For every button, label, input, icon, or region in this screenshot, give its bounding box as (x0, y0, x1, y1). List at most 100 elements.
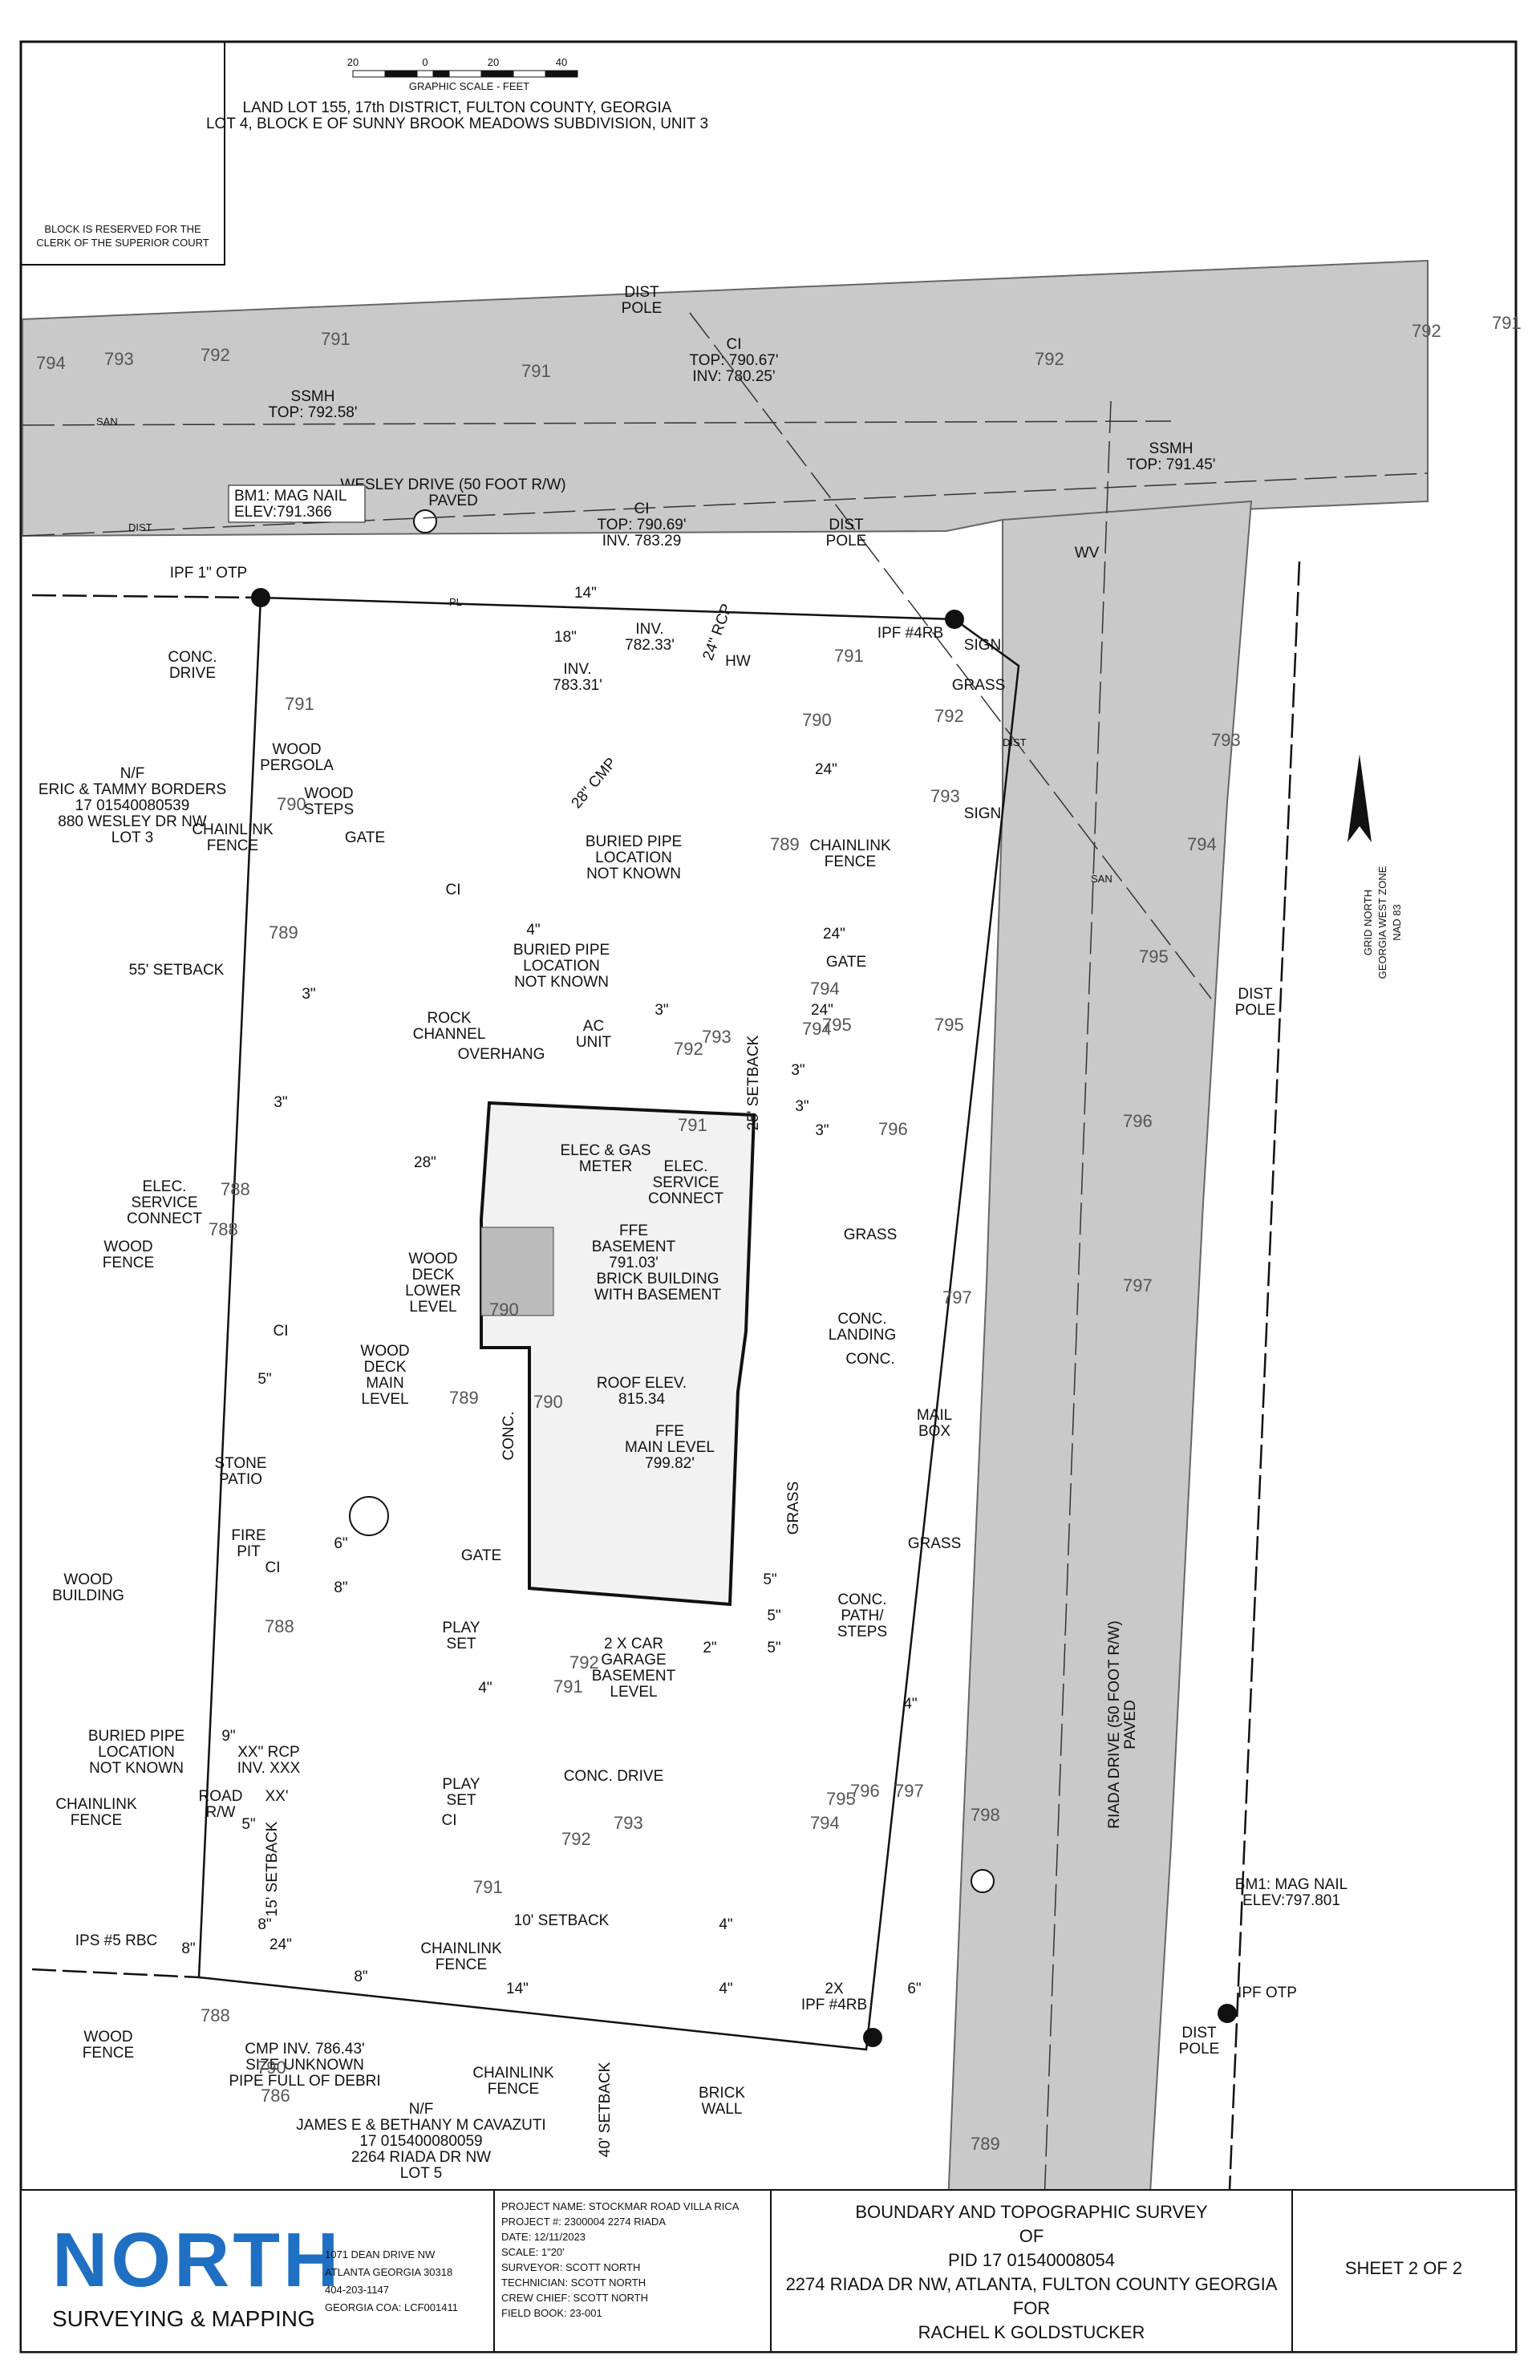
label-hw: HW (725, 653, 751, 670)
north-arrow-line3: NAD 83 (1391, 904, 1403, 941)
label-wesley: WESLEY DRIVE (50 FOOT R/W)PAVED (340, 476, 565, 509)
contour-label: 788 (265, 1616, 294, 1636)
label-conc-landing: CONC.LANDING (829, 1311, 896, 1344)
contour-label: 798 (971, 1805, 1000, 1825)
label-t3f: 3" (274, 1094, 287, 1111)
contour-label: 797 (894, 1781, 924, 1801)
contour-label: 796 (1123, 1111, 1153, 1131)
label-t6b: 6" (907, 1981, 921, 1997)
contour-label: 794 (810, 1813, 840, 1833)
reserved-box (21, 42, 225, 266)
label-t4a: 4" (526, 922, 540, 939)
contour-label: 795 (826, 1789, 856, 1809)
scale-bar-segment (352, 70, 386, 78)
label-grass4: GRASS (908, 1535, 962, 1552)
label-t8a: 8" (334, 1579, 347, 1596)
project-info-line: SCALE: 1"20' (501, 2246, 565, 2258)
contour-label: 793 (930, 786, 960, 806)
contour-label: 789 (269, 922, 298, 943)
ipf-1-otp-marker (251, 588, 270, 607)
label-t28: 28" (414, 1154, 436, 1171)
contour-label: 793 (614, 1813, 643, 1833)
scale-tick-label: 40 (556, 56, 567, 68)
label-t5b: 5" (763, 1571, 776, 1588)
contour-label: 793 (1211, 730, 1241, 750)
label-ci-yard: CI (446, 882, 461, 898)
ipf-4rb-se-marker (863, 2028, 882, 2047)
property-line-tag: PL (449, 596, 462, 608)
label-t14: 14" (574, 585, 597, 602)
roads (22, 259, 1429, 2247)
contour-label: 794 (1187, 834, 1217, 854)
contour-label: 795 (822, 1015, 852, 1035)
label-conc-path: CONC.PATH/STEPS (837, 1591, 887, 1640)
label-gate1: GATE (345, 829, 385, 846)
label-t3c: 3" (791, 1062, 804, 1079)
label-gate3: GATE (461, 1547, 501, 1564)
scale-caption: GRAPHIC SCALE - FEET (409, 80, 529, 92)
contour-label: 786 (261, 2086, 290, 2106)
label-xx: XX' (265, 1788, 289, 1805)
utility-line (22, 472, 1429, 537)
boundary-line (197, 596, 1020, 2051)
house-footprint (349, 1101, 756, 1607)
contour-label: 792 (569, 1652, 599, 1672)
label-t4c: 4" (903, 1696, 917, 1713)
label-t3a: 3" (302, 986, 315, 1003)
contour-label: 794 (802, 1019, 832, 1039)
label-setback40: 40' SETBACK (597, 2062, 614, 2157)
contour-label: 791 (521, 361, 551, 381)
contour-label: 792 (1412, 321, 1441, 341)
contour-label: 795 (1139, 947, 1169, 967)
contour-label: 791 (285, 694, 314, 714)
label-t24c: 24" (811, 1002, 833, 1019)
label-t5c: 5" (767, 1608, 780, 1624)
scale-bar-segment (480, 70, 514, 78)
label-sign2: SIGN (964, 805, 1001, 822)
survey-title-line: RACHEL K GOLDSTUCKER (918, 2322, 1145, 2342)
contour-label: 790 (257, 2058, 286, 2078)
contour-label: 789 (971, 2134, 1000, 2154)
label-t8c: 8" (181, 1940, 195, 1957)
riada-drive-pavement (945, 500, 1253, 2247)
label-ci-w1: CI (274, 1323, 289, 1340)
scale-bar-segment (513, 70, 546, 78)
label-t4b: 4" (478, 1680, 492, 1697)
north-arrow-line1: GRID NORTH (1362, 890, 1374, 955)
label-t8d: 8" (354, 1968, 367, 1985)
contour-label: 790 (277, 794, 306, 814)
north-arrow-line2: GEORGIA WEST ZONE (1376, 866, 1388, 979)
sheet-number: SHEET 2 OF 2 (1345, 2258, 1462, 2278)
title-block-company (20, 2189, 495, 2353)
label-conc-drive-nw: CONC.DRIVE (168, 649, 217, 682)
scale-tick-label: 20 (488, 56, 499, 68)
label-sign1: SIGN (964, 637, 1001, 654)
utility-line-tag: SAN (1091, 873, 1112, 885)
bm1-se-marker (971, 1869, 995, 1893)
label-grass3: GRASS (785, 1482, 802, 1535)
contour-label: 789 (770, 834, 800, 854)
utility-line-tag: DIST (128, 521, 152, 533)
